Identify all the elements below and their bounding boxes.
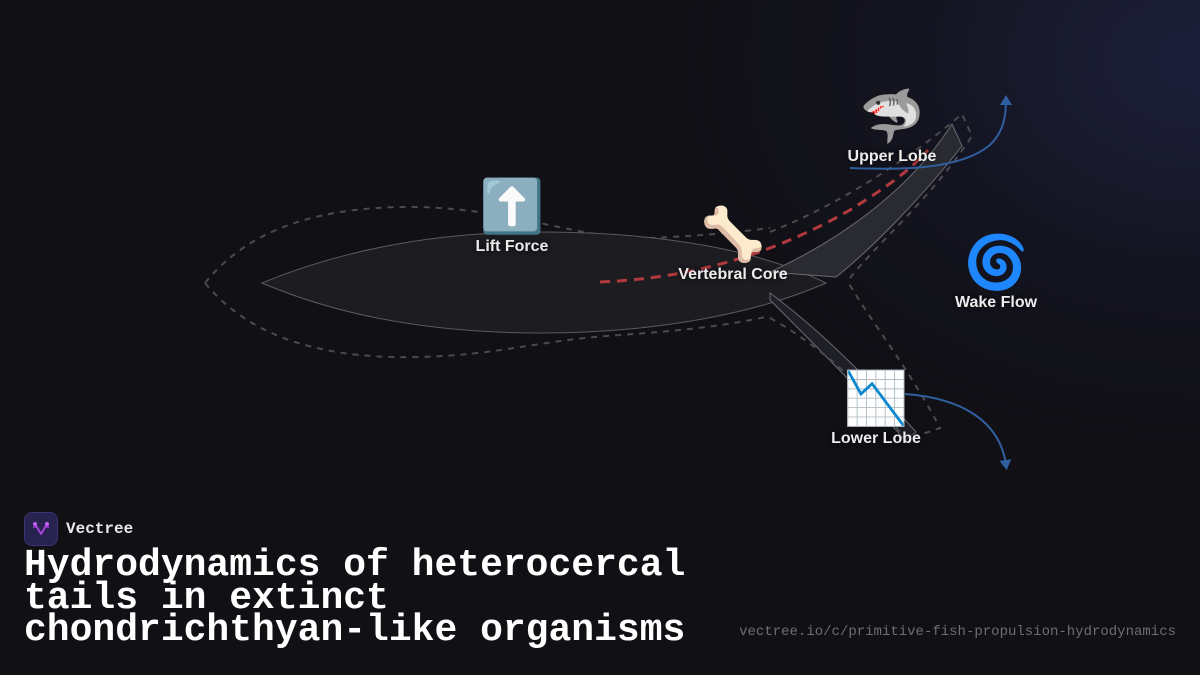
bone-icon: 🦴 [700,206,766,264]
node-lift-force[interactable]: ⬆️ Lift Force [476,178,549,256]
vertebral-line [599,148,930,284]
page-title: Hydrodynamics of heterocercal tails in e… [24,544,686,652]
source-url[interactable]: vectree.io/c/primitive-fish-propulsion-h… [739,624,1176,640]
upper-lobe-outline-dashed [769,112,974,279]
upper-flow-arrow [849,95,1012,170]
fish-body [260,231,828,334]
node-label: Wake Flow [954,294,1038,311]
vectree-logo-icon [24,512,58,546]
node-label: Upper Lobe [847,148,937,165]
upper-lobe-shape [769,122,963,278]
cyclone-icon: 🌀 [963,234,1029,292]
chart-decreasing-icon: 📉 [843,370,909,428]
lower-lobe-shape [769,292,917,441]
brand: Vectree [24,512,133,546]
node-label: Vertebral Core [678,266,788,283]
lower-flow-arrow [904,393,1012,470]
node-upper-lobe[interactable]: 🦈 Upper Lobe [848,88,937,166]
up-arrow-icon: ⬆️ [479,178,545,236]
shark-icon: 🦈 [859,88,925,146]
node-label: Lift Force [475,238,549,255]
node-label: Lower Lobe [831,430,921,447]
body-outline-dashed [204,205,771,359]
brand-name: Vectree [66,520,134,538]
node-wake-flow[interactable]: 🌀 Wake Flow [955,234,1037,312]
node-vertebral-core[interactable]: 🦴 Vertebral Core [678,206,787,284]
node-lower-lobe[interactable]: 📉 Lower Lobe [831,370,921,448]
lower-lobe-outline-dashed [769,281,942,442]
